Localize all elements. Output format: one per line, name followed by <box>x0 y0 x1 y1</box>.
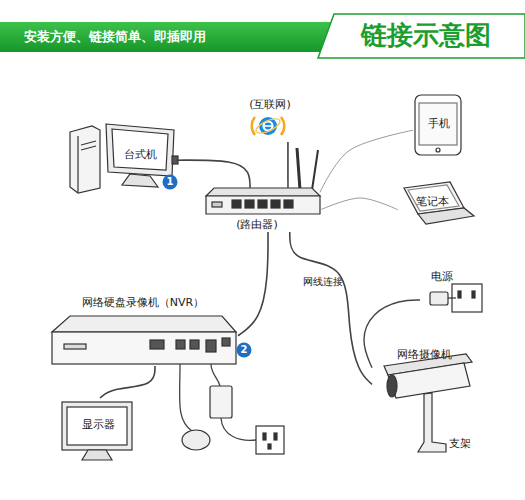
cable-connector <box>320 130 413 192</box>
monitor-node: 显示器 <box>58 398 138 460</box>
power-outlet <box>430 284 482 312</box>
internet-icon <box>252 116 285 136</box>
bracket-node: 支架 <box>405 415 475 460</box>
node-label: 电源 <box>422 270 462 283</box>
camera-node: 网络摄像机 <box>372 348 476 414</box>
mouse <box>182 430 210 450</box>
node-label: 网络硬盘录像机（NVR） <box>48 296 238 309</box>
peripheral-cables <box>180 364 256 440</box>
banner-slogan: 安装方便、链接简单、即插即用 <box>24 29 254 45</box>
display-monitor <box>62 402 132 460</box>
node-label: 台式机 <box>112 148 168 161</box>
internet-node: (互联网) <box>242 98 298 142</box>
power-adapter <box>210 386 284 454</box>
cable-connector <box>238 232 268 336</box>
node-label: 手机 <box>417 117 461 130</box>
callout-circle <box>237 343 252 358</box>
cable-connector <box>100 366 155 398</box>
diagram-title: 链接示意图 <box>328 19 524 51</box>
router <box>206 148 320 214</box>
node-label: 支架 <box>445 437 475 450</box>
node-label: 笔记本 <box>406 195 458 208</box>
node-label: (互联网) <box>236 98 304 111</box>
power-node: 电源 <box>420 268 488 318</box>
router-node: (路由器) <box>208 188 320 232</box>
laptop-node: 笔记本 <box>398 182 472 240</box>
phone-node: 手机 <box>413 93 465 155</box>
node-label: 网络摄像机 <box>382 348 466 361</box>
desktop-node: 台式机 <box>68 118 176 192</box>
laptop <box>404 182 474 224</box>
callout-number: 2 <box>237 343 251 357</box>
node-label: 显示器 <box>68 418 128 431</box>
nvr-recorder <box>52 316 236 364</box>
cable-connector <box>290 232 372 384</box>
mobile-phone <box>415 95 461 155</box>
desktop-computer <box>70 124 178 193</box>
nvr-node: 网络硬盘录像机（NVR） <box>48 294 238 366</box>
node-label: (路由器) <box>222 218 292 231</box>
edge-label: 网线连接 <box>300 276 346 288</box>
callout-number: 1 <box>163 175 177 189</box>
title-tab <box>318 14 525 58</box>
cable-connector <box>176 160 250 188</box>
cable-connector <box>287 142 289 188</box>
callout-circle <box>163 175 178 190</box>
cable-connector <box>320 198 398 210</box>
